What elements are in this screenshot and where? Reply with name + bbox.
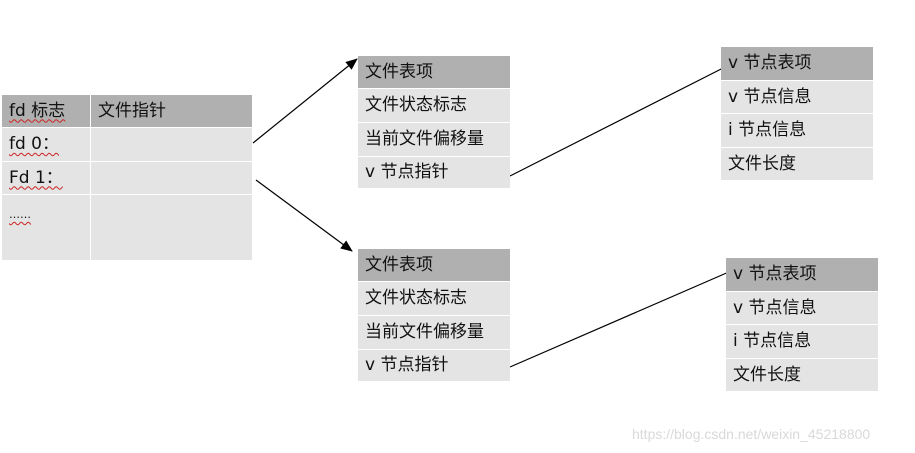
arrow-file-2-to-vnode-2 (509, 267, 739, 368)
fd-table-header-fd: fd 标志 (2, 95, 90, 127)
ellipsis-label: …… (9, 208, 31, 221)
vnode-table-2-row-inode-info: i 节点信息 (726, 325, 878, 358)
arrow-fd-to-file-table-1 (252, 58, 358, 144)
fd-table-header-ptr: 文件指针 (91, 95, 252, 127)
fd-1-label: Fd 1： (9, 167, 63, 188)
file-table-1-row-offset: 当前文件偏移量 (358, 123, 510, 156)
vnode-table-1-row-length: 文件长度 (721, 148, 873, 180)
file-table-2-row-status: 文件状态标志 (358, 282, 510, 315)
fd-0-label: fd 0： (9, 134, 59, 154)
vnode-table-2-row-vnode-info: v 节点信息 (726, 292, 878, 324)
file-table-1-row-status: 文件状态标志 (358, 89, 510, 122)
vnode-table-1-row-inode-info: i 节点信息 (721, 114, 873, 147)
watermark: https://blog.csdn.net/weixin_45218800 (632, 426, 871, 442)
vnode-table-2-header: v 节点表项 (726, 258, 878, 291)
fd-table-row-1-ptr (91, 162, 252, 194)
file-table-2-header: 文件表项 (358, 249, 510, 281)
arrow-file-1-to-vnode-1 (509, 62, 734, 177)
fd-table-row-0-ptr (91, 128, 252, 161)
file-table-1-row-vnode-ptr: v 节点指针 (358, 157, 510, 188)
vnode-table-2-row-length: 文件长度 (726, 359, 878, 391)
arrow-fd-to-file-table-2 (255, 179, 353, 252)
fd-flag-label: fd 标志 (9, 100, 66, 121)
file-table-1-header: 文件表项 (358, 56, 510, 88)
file-table-2-row-vnode-ptr: v 节点指针 (358, 350, 510, 381)
fd-table-row-more: …… (2, 195, 90, 260)
vnode-table-1-header: v 节点表项 (721, 47, 873, 80)
file-table-2-row-offset: 当前文件偏移量 (358, 316, 510, 349)
vnode-table-1-row-vnode-info: v 节点信息 (721, 81, 873, 113)
fd-table-row-1: Fd 1： (2, 162, 90, 194)
fd-table-row-0: fd 0： (2, 128, 90, 161)
fd-table-row-more-ptr (91, 195, 252, 260)
